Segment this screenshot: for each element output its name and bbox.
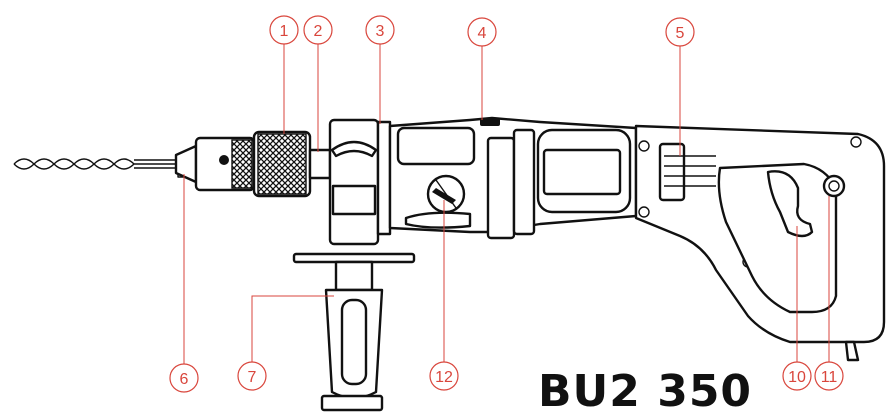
- callout-11: 11: [814, 361, 844, 391]
- callout-12: 12: [429, 361, 459, 391]
- callout-label-1: 1: [280, 23, 289, 40]
- side-handle: [292, 252, 416, 412]
- callout-label-5: 5: [676, 25, 685, 42]
- leader-lines: [183, 44, 830, 364]
- callout-7: 7: [237, 361, 267, 391]
- drill-illustration: [13, 116, 886, 412]
- drill-body: [388, 116, 638, 240]
- callout-label-3: 3: [376, 23, 385, 40]
- callout-label-6: 6: [180, 371, 189, 388]
- model-title: BU2 350: [538, 366, 753, 417]
- side-handle-clamp: [328, 118, 392, 246]
- leader-7: [251, 295, 334, 362]
- callout-4: 4: [467, 17, 497, 47]
- callout-label-11: 11: [821, 369, 838, 386]
- rear-handle: [634, 124, 886, 362]
- callout-label-10: 10: [788, 369, 806, 386]
- callout-6: 6: [169, 363, 199, 393]
- callout-3: 3: [365, 15, 395, 45]
- callout-label-12: 12: [435, 369, 453, 386]
- callout-5: 5: [665, 17, 695, 47]
- callout-label-7: 7: [248, 369, 257, 386]
- chuck: [174, 130, 332, 198]
- callout-10: 10: [782, 361, 812, 391]
- callout-label-4: 4: [478, 25, 487, 42]
- callout-label-2: 2: [314, 23, 323, 40]
- drill-bit: [13, 158, 176, 170]
- callout-2: 2: [303, 15, 333, 45]
- callout-1: 1: [269, 15, 299, 45]
